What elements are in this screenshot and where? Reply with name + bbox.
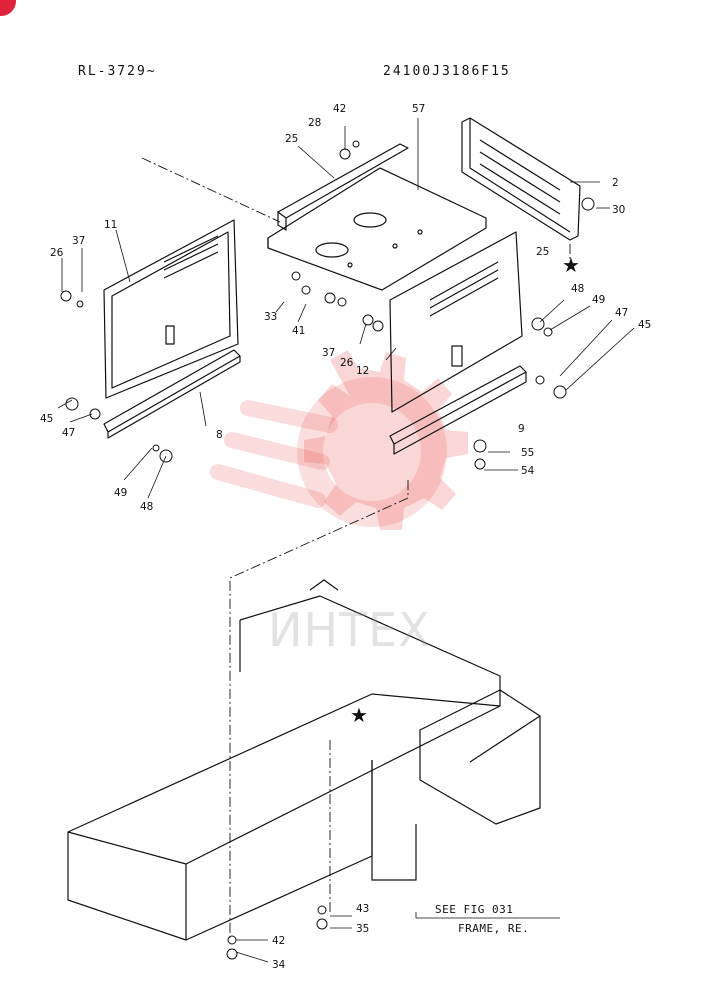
watermark-stripes (210, 400, 338, 508)
rail-25 (277, 143, 409, 231)
side-panel-12 (389, 231, 523, 413)
leader-lines (57, 118, 635, 963)
frame-reference: FRAME, RE. (458, 922, 530, 935)
fasteners (60, 140, 595, 960)
top-cover-panel (267, 167, 487, 291)
part-label: 35 (356, 923, 369, 935)
part-label: 8 (216, 429, 223, 441)
part-label: 49 (592, 294, 605, 306)
part-callouts: 42 57 28 25 2 30 25 11 37 26 48 49 47 45… (40, 103, 651, 971)
star-marker-top: ★ (562, 253, 580, 277)
part-label: 37 (72, 235, 85, 247)
end-plate-2 (461, 117, 581, 241)
frame-assembly (67, 579, 541, 941)
part-label: 34 (272, 959, 286, 971)
part-label: 42 (333, 103, 346, 115)
star-marker-frame: ★ (350, 703, 368, 727)
part-label: 57 (412, 103, 425, 115)
part-label: 25 (536, 246, 549, 258)
part-label: 54 (521, 465, 535, 477)
part-label: 12 (356, 365, 369, 377)
part-label: 48 (140, 501, 153, 513)
model-range-label: RL-3729~ (78, 64, 157, 79)
part-label: 11 (104, 219, 117, 231)
part-label: 43 (356, 903, 369, 915)
rail-8 (103, 349, 241, 439)
watermark-text: ИНТЕХ (268, 603, 431, 657)
part-label: 45 (638, 319, 651, 331)
part-label: 49 (114, 487, 127, 499)
part-label: 25 (285, 133, 298, 145)
part-label: 28 (308, 117, 321, 129)
part-label: 2 (612, 177, 619, 189)
side-panel-11 (103, 219, 239, 399)
part-label: 26 (50, 247, 64, 259)
part-label: 55 (521, 447, 534, 459)
see-figure-reference: SEE FIG 031 (435, 903, 514, 916)
part-label: 30 (612, 204, 625, 216)
reference-lines (141, 157, 571, 940)
part-label: 37 (322, 347, 335, 359)
part-label: 9 (518, 423, 525, 435)
part-label: 26 (340, 357, 354, 369)
part-label: 41 (292, 325, 305, 337)
part-label: 33 (264, 311, 277, 323)
watermark-gear-icon (304, 350, 468, 530)
part-label: 45 (40, 413, 53, 425)
part-label: 47 (62, 427, 75, 439)
part-label: 48 (571, 283, 584, 295)
rail-9 (389, 365, 527, 455)
drawing-number: 24100J3186F15 (383, 64, 511, 79)
part-label: 42 (272, 935, 285, 947)
part-label: 47 (615, 307, 628, 319)
